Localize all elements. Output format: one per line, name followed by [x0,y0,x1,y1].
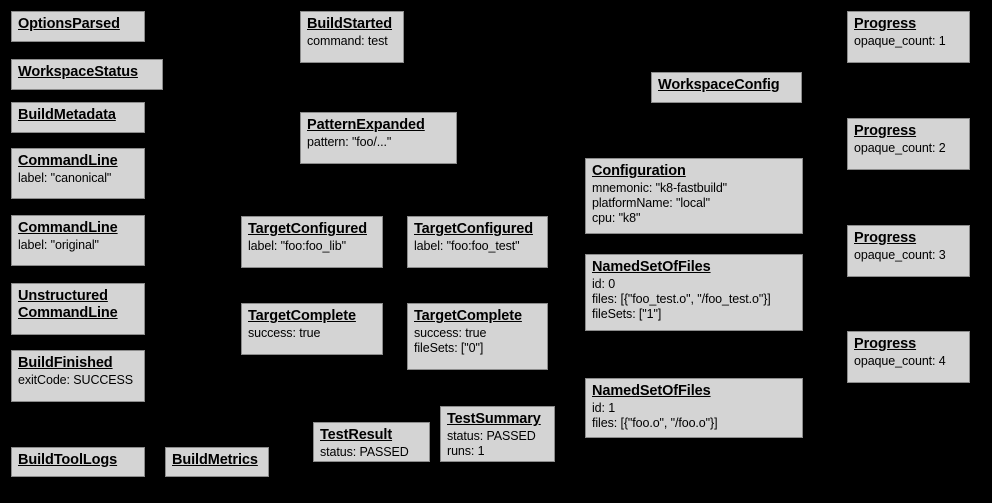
event-node-target-configured-test[interactable]: TargetConfigured label: "foo:foo_test" [407,216,548,268]
event-node-target-configured-lib[interactable]: TargetConfigured label: "foo:foo_lib" [241,216,383,268]
event-node-body: success: true fileSets: ["0"] [414,326,487,355]
event-node-title: TestSummary [447,411,541,427]
event-node-body: label: "original" [18,238,99,252]
event-node-build-started[interactable]: BuildStarted command: test [300,11,404,63]
event-node-unstructured-command-line[interactable]: Unstructured CommandLine [11,283,145,335]
event-node-title: TargetComplete [248,308,356,324]
event-node-body: success: true [248,326,321,340]
event-node-title: PatternExpanded [307,117,425,133]
event-node-title: NamedSetOfFiles [592,383,711,399]
event-node-title: BuildMetadata [18,107,116,123]
event-node-body: pattern: "foo/..." [307,135,392,149]
event-node-title: BuildFinished [18,355,113,371]
event-node-title: WorkspaceConfig [658,77,780,93]
event-node-title: OptionsParsed [18,16,120,32]
event-node-title: Progress [854,336,917,352]
event-node-test-summary[interactable]: TestSummary status: PASSED runs: 1 [440,406,555,462]
event-node-title: BuildToolLogs [18,452,118,468]
event-node-build-tool-logs[interactable]: BuildToolLogs [11,447,145,477]
event-node-body: label: "foo:foo_lib" [248,239,346,253]
event-node-title: NamedSetOfFiles [592,259,711,275]
event-node-configuration[interactable]: Configuration mnemonic: "k8-fastbuild" pl… [585,158,803,234]
event-node-progress-1[interactable]: Progress opaque_count: 1 [847,11,970,63]
event-node-progress-2[interactable]: Progress opaque_count: 2 [847,118,970,170]
event-node-title: CommandLine [18,153,118,169]
event-node-target-complete-test[interactable]: TargetComplete success: true fileSets: ["… [407,303,548,370]
event-node-test-result[interactable]: TestResult status: PASSED [313,422,430,462]
event-node-build-finished[interactable]: BuildFinished exitCode: SUCCESS [11,350,145,402]
event-node-title: TargetConfigured [414,221,533,237]
event-node-pattern-expanded[interactable]: PatternExpanded pattern: "foo/..." [300,112,457,164]
event-node-workspace-status[interactable]: WorkspaceStatus [11,59,163,90]
event-node-title: TargetComplete [414,308,522,324]
event-node-title: Progress [854,230,917,246]
event-node-options-parsed[interactable]: OptionsParsed [11,11,145,42]
event-node-title: CommandLine [18,220,118,236]
event-node-build-metadata[interactable]: BuildMetadata [11,102,145,133]
event-node-body: opaque_count: 1 [854,34,946,48]
event-node-body: mnemonic: "k8-fastbuild" platformName: "… [592,181,728,225]
event-node-target-complete-lib[interactable]: TargetComplete success: true [241,303,383,355]
event-node-body: id: 0 files: [{"foo_test.o", "/foo_test.… [592,277,771,321]
event-node-body: opaque_count: 4 [854,354,946,368]
event-node-body: status: PASSED runs: 1 [447,429,536,458]
event-node-body: exitCode: SUCCESS [18,373,134,387]
event-node-body: id: 1 files: [{"foo.o", "/foo.o"}] [592,401,718,430]
event-node-title: Configuration [592,163,686,179]
event-node-title: Progress [854,16,917,32]
event-node-title: TestResult [320,427,393,443]
event-node-workspace-config[interactable]: WorkspaceConfig [651,72,802,103]
event-node-build-metrics[interactable]: BuildMetrics [165,447,269,477]
event-node-title: BuildStarted [307,16,393,32]
event-node-named-set-of-files-1[interactable]: NamedSetOfFiles id: 1 files: [{"foo.o", "… [585,378,803,438]
event-node-command-line-canonical[interactable]: CommandLine label: "canonical" [11,148,145,199]
event-node-body: status: PASSED [320,445,409,459]
event-node-title: Unstructured CommandLine [18,288,118,321]
event-node-body: opaque_count: 2 [854,141,946,155]
event-node-body: command: test [307,34,388,48]
event-node-progress-3[interactable]: Progress opaque_count: 3 [847,225,970,277]
event-node-title: TargetConfigured [248,221,367,237]
event-node-body: label: "canonical" [18,171,112,185]
event-node-title: Progress [854,123,917,139]
event-node-named-set-of-files-0[interactable]: NamedSetOfFiles id: 0 files: [{"foo_test.… [585,254,803,331]
event-node-body: opaque_count: 3 [854,248,946,262]
event-node-progress-4[interactable]: Progress opaque_count: 4 [847,331,970,383]
event-node-title: WorkspaceStatus [18,64,138,80]
event-node-body: label: "foo:foo_test" [414,239,520,253]
event-node-command-line-original[interactable]: CommandLine label: "original" [11,215,145,266]
event-node-title: BuildMetrics [172,452,258,468]
